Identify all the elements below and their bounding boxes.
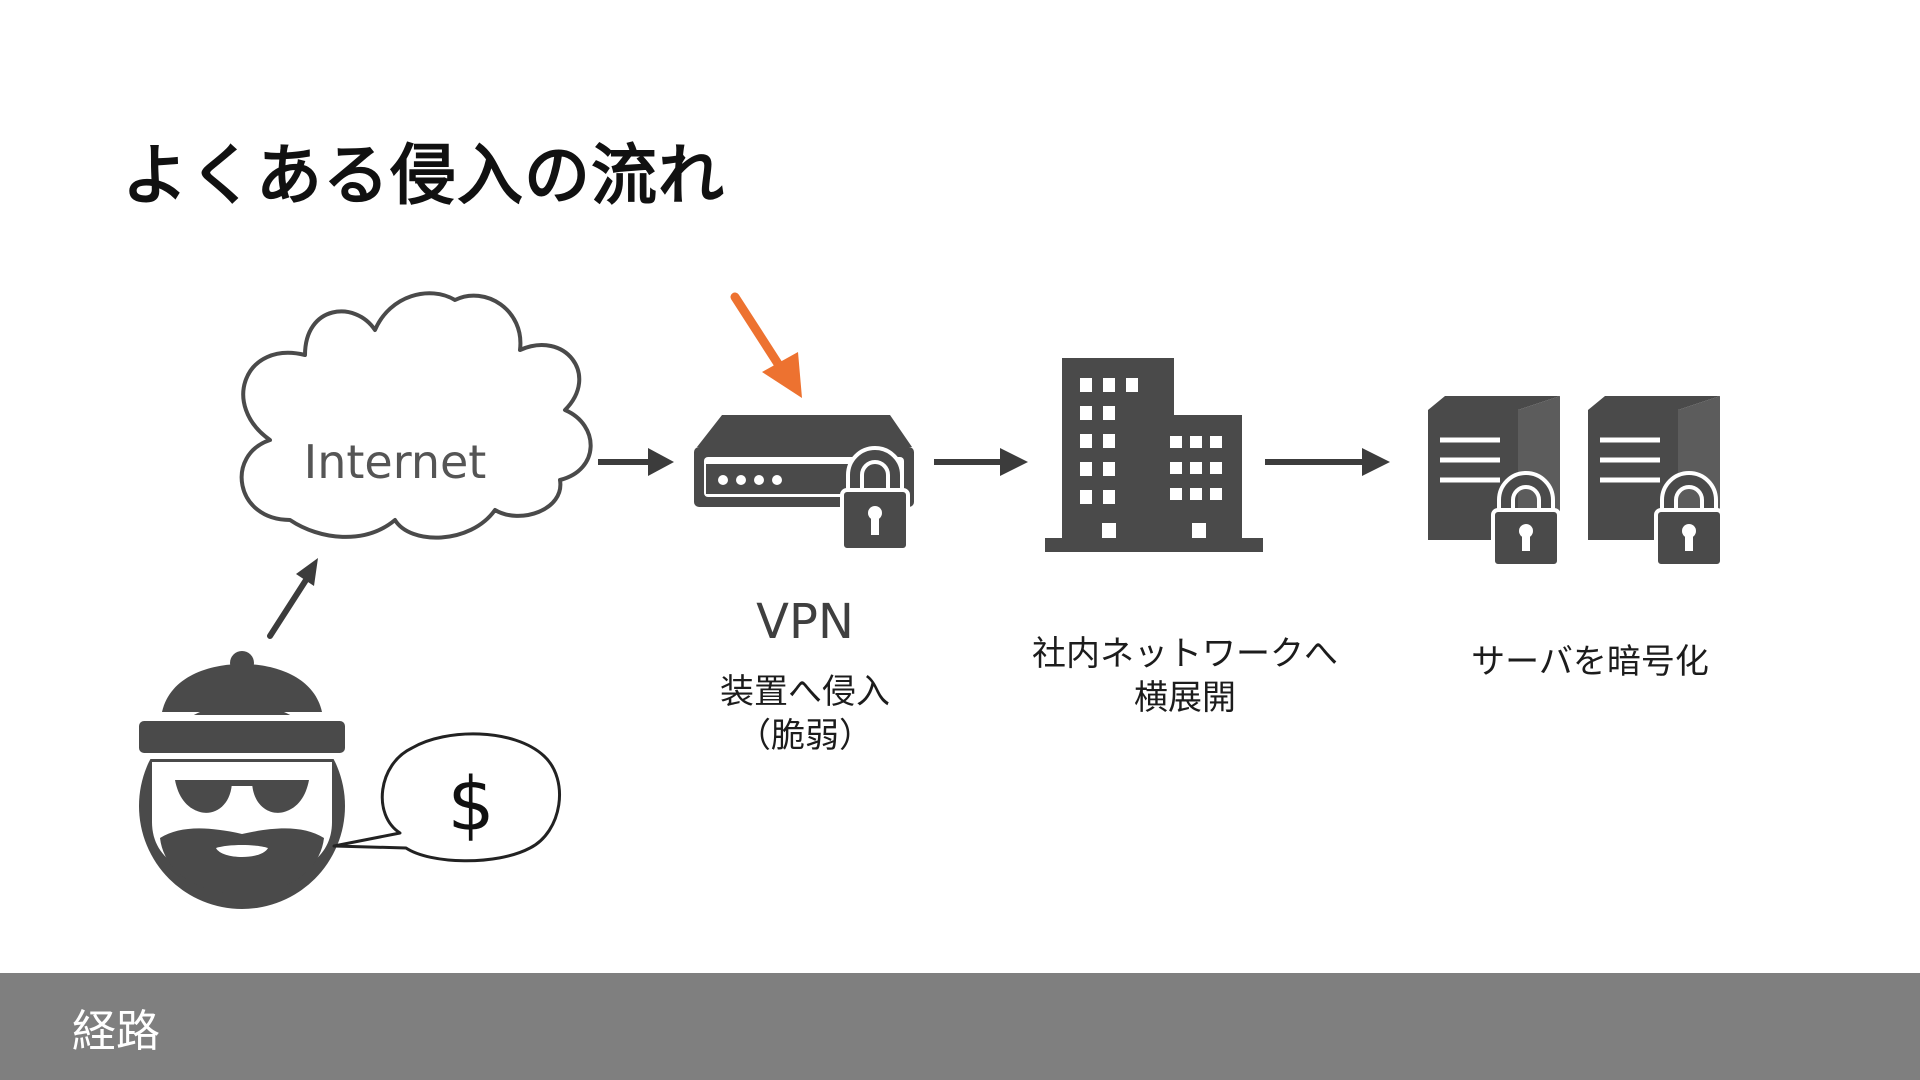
network-description-line1: 社内ネットワークへ	[1032, 634, 1338, 674]
footer-label: 経路	[72, 1006, 160, 1057]
vpn-description-line1: 装置へ侵入	[720, 672, 890, 712]
cloud-icon	[239, 291, 593, 540]
vpn-description-line2: （脆弱）	[737, 716, 873, 756]
server-description: サーバを暗号化	[1471, 642, 1709, 682]
arrow-right-icon	[1265, 448, 1390, 476]
office-buildings-icon	[1045, 358, 1263, 552]
server-icon	[1588, 396, 1720, 540]
arrow-right-icon	[934, 448, 1028, 476]
highlight-arrow-icon	[730, 292, 802, 398]
arrow-right-icon	[598, 448, 674, 476]
arrow-up-right-icon	[267, 558, 318, 639]
speech-bubble	[332, 732, 562, 863]
lock-icon	[1491, 471, 1561, 568]
attacker-icon	[133, 651, 351, 909]
dollar-symbol: $	[447, 762, 494, 848]
vpn-title: VPN	[756, 594, 854, 650]
slide-title: よくある侵入の流れ	[122, 137, 725, 214]
lock-icon	[1654, 471, 1724, 568]
cloud-label: Internet	[304, 435, 487, 489]
footer-bar: 経路	[0, 973, 1920, 1080]
lock-icon	[840, 446, 910, 552]
network-description-line2: 横展開	[1134, 678, 1236, 718]
